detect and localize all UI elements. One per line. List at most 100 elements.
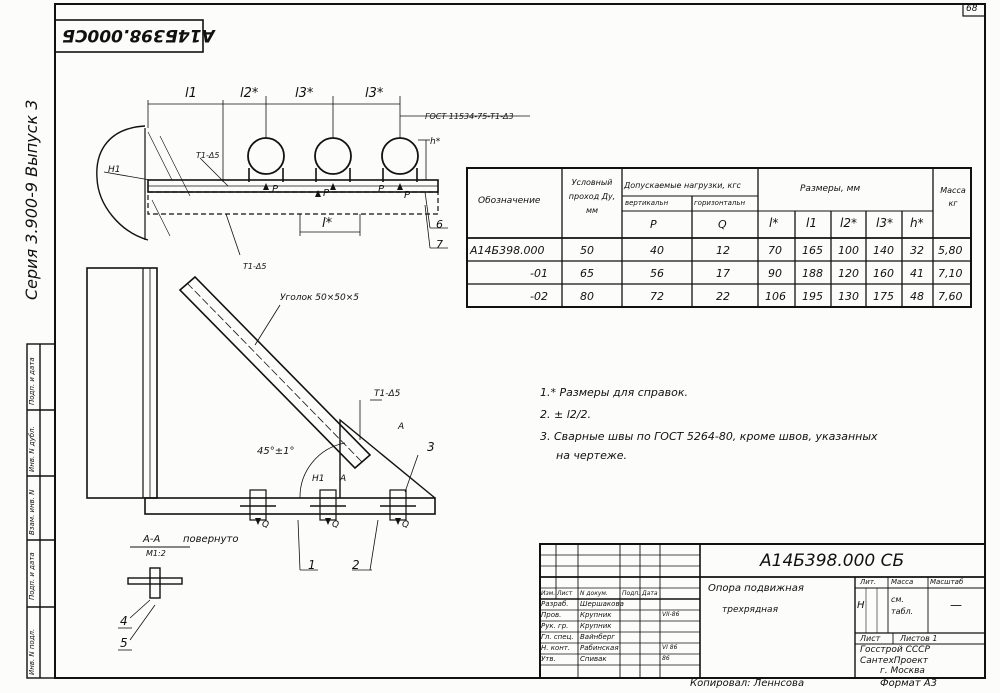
th-designation: Обозначение (478, 196, 541, 206)
cell-h: 48 (910, 290, 924, 303)
section-scale: М1:2 (146, 549, 166, 558)
lower-beam (144, 497, 436, 515)
cell-q: 17 (716, 267, 730, 280)
section-title: А-А (143, 534, 161, 545)
dim-h-star: h* (430, 137, 441, 147)
col-izm: Изм. (541, 590, 556, 597)
th-l3: l3* (876, 216, 893, 230)
role: Пров. (541, 611, 562, 619)
role-name: Спивак (580, 655, 607, 663)
note-3-cont: на чертеже. (556, 449, 628, 462)
cell-l1: 188 (802, 267, 823, 280)
cell-l: 70 (768, 244, 782, 257)
callout-1: 1 (308, 558, 316, 572)
weld-label-top-b: Т1-Δ5 (243, 262, 267, 271)
cell-l: 90 (768, 267, 782, 280)
weld-label-bottom: Т1-Δ5 (374, 389, 401, 399)
dim-l3-a: l3* (295, 86, 314, 101)
cell-h: 41 (910, 267, 924, 280)
col-list: Лист (557, 590, 573, 597)
title-name-2: трехрядная (722, 605, 778, 615)
cell-designation: А14Б398.000 (470, 244, 545, 257)
scale-value: — (950, 598, 962, 612)
load-p-1: P (272, 184, 279, 195)
dim-l2: l2* (240, 86, 259, 101)
role-name: Крупник (580, 622, 612, 630)
cell-l3: 140 (873, 244, 894, 257)
strip-label-3: Инв. N дубл. (28, 426, 36, 472)
lower-column (86, 267, 158, 499)
th-nominal: Условный проход Ду, мм (568, 178, 616, 215)
th-sizes: Размеры, мм (800, 184, 861, 194)
cell-du: 50 (580, 244, 594, 257)
org-2: СантехПроект (860, 656, 928, 666)
inner-frame (54, 3, 986, 679)
cell-p: 40 (650, 244, 664, 257)
section-mark-a-2: А (398, 422, 405, 432)
role-name: Вайнберг (580, 633, 615, 641)
load-q-1: Q (262, 520, 270, 530)
cell-l2: 130 (838, 290, 859, 303)
th-l-star: l* (769, 216, 779, 230)
callout-5: 5 (120, 636, 128, 650)
sheet-number-box (962, 3, 986, 17)
pipe-1 (247, 137, 285, 175)
cell-l1: 195 (802, 290, 823, 303)
load-p-2: P (323, 188, 330, 199)
th-horizontal: горизонтальн (694, 199, 746, 207)
strip-label-4: Подп. и дата (28, 357, 36, 405)
load-p-3: P (378, 184, 385, 195)
pipe-3 (381, 137, 419, 175)
angle-dim: 45°±1° (257, 446, 295, 457)
strip-label-1: Подп. и дата (28, 552, 36, 600)
gusset-plate (339, 418, 436, 499)
top-code-box (54, 19, 204, 53)
column-outline (96, 125, 149, 241)
note-2: 2. ± l2/2. (540, 408, 591, 421)
cell-mass: 7,60 (938, 290, 963, 303)
cell-designation: -01 (530, 267, 548, 280)
dim-l1: l1 (185, 86, 197, 101)
title-code: А14Б398.000 СБ (760, 551, 905, 571)
role: Гл. спец. (541, 633, 574, 641)
role: Утв. (541, 655, 556, 663)
format-label: Формат А3 (880, 678, 937, 689)
strip-label-0: Инв. N подл. (28, 628, 36, 675)
th-l2: l2* (840, 216, 857, 230)
title-name-1: Опора подвижная (708, 583, 804, 594)
cell-designation: -02 (530, 290, 548, 303)
col-date: Дата (642, 590, 658, 597)
role-date: VII-86 (662, 611, 680, 618)
load-p-4: P (404, 190, 411, 201)
role: Разраб. (541, 600, 569, 608)
top-beam-hidden (147, 191, 439, 215)
copied-by: Копировал: Леннсова (690, 678, 805, 689)
callout-6: 6 (436, 218, 443, 231)
cell-l1: 165 (802, 244, 823, 257)
cell-mass: 7,10 (938, 267, 963, 280)
left-strip (26, 343, 56, 679)
cell-l2: 120 (838, 267, 859, 280)
series-label: Серия 3.900-9 Выпуск 3 (22, 99, 41, 300)
role-name: Шершакова (580, 600, 624, 608)
note-1: 1.* Размеры для справок. (540, 386, 689, 399)
cell-q: 12 (716, 244, 730, 257)
scale-label: Масштаб (930, 578, 964, 586)
lit-value: Н (857, 600, 865, 611)
section-mark-a: А (340, 474, 347, 484)
role-date: 86 (662, 655, 670, 662)
dim-l-star: l* (322, 216, 333, 231)
th-mass: Масса кг (940, 186, 966, 208)
cell-l3: 160 (873, 267, 894, 280)
role: Н. конт. (541, 644, 571, 652)
col-sign: Подп. (622, 590, 641, 597)
section-plate (127, 577, 183, 585)
col-doc: N докум. (580, 590, 608, 597)
angle-label: Уголок 50×50×5 (280, 293, 359, 303)
title-block-lines (539, 543, 986, 679)
cell-du: 65 (580, 267, 594, 280)
org-3: г. Москва (880, 666, 925, 676)
callout-3: 3 (427, 440, 435, 454)
cell-du: 80 (580, 290, 594, 303)
